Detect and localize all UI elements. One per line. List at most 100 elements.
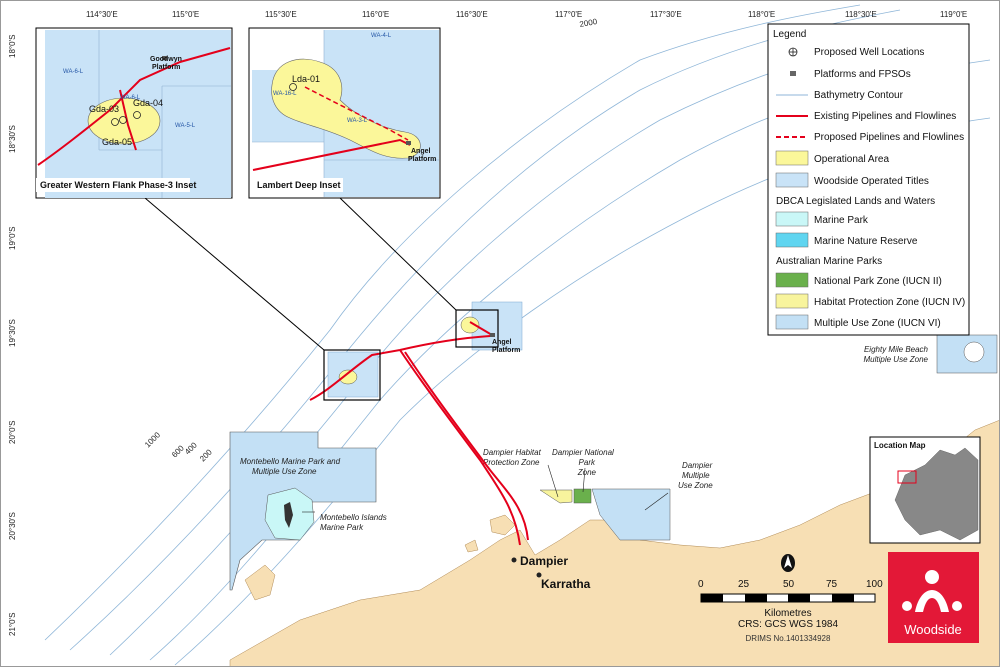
dampier-marker [511,557,517,563]
angel-platform-marker [490,333,495,337]
legend-npz-swatch [775,272,809,288]
dampier-mu-leader [644,492,669,511]
legend-hpz-swatch [775,293,809,309]
legend-well-icon [788,47,798,57]
dampier-np-leader [582,467,586,493]
lat-label: 20°30'S [8,512,17,540]
lon-label: 116°30'E [456,10,488,19]
legend-item-label: Operational Area [814,154,889,165]
bathymetry-label-2000: 2000 [579,17,599,29]
lambert-operational-area-main [460,316,480,334]
gwf-flowline [119,89,137,151]
lon-label: 115°30'E [265,10,297,19]
legend-item-label: Multiple Use Zone (IUCN VI) [814,318,941,329]
north-arrow-icon [781,554,795,572]
legend-item-label: National Park Zone (IUCN II) [814,276,942,287]
well-icon [289,83,297,91]
well-label-gda-03: Gda-03 [89,104,119,114]
well-icon [119,116,127,124]
lat-label: 20°0'S [8,421,17,444]
gwf-operational-area-main [338,369,358,385]
lambert-inset-connector [339,197,457,311]
legend-amp-heading: Australian Marine Parks [776,256,882,267]
gwf-title-label: WA-6-L [120,95,141,101]
legend: Legend Proposed Well Locations Platforms… [767,23,970,336]
lat-label: 18°30'S [8,125,17,153]
scale-tick-label: 100 [866,579,883,590]
gwf-inset-connector [144,197,325,351]
lon-label: 118°30'E [845,10,877,19]
scale-tick-label: 25 [738,579,750,590]
lambert-inset-caption: Lambert Deep Inset [257,180,341,190]
montebello-islands [284,502,293,528]
dampier-hpz-leader [547,464,559,498]
legend-item-label: Habitat Protection Zone (IUCN IV) [814,297,965,308]
goodwyn-platform-marker [162,56,167,60]
dampier-national-park-zone [573,488,592,504]
well-label-gda-04: Gda-04 [133,98,163,108]
gwf-operational-area [87,97,161,145]
lambert-title-label: WA-16-L [273,91,297,97]
longitude-labels: 114°30'E 115°0'E 115°30'E 116°0'E 116°30… [86,10,967,19]
legend-muz-swatch [775,314,809,330]
legend-item-label: Marine Nature Reserve [814,236,918,247]
lambert-title-label: WA-4-L [371,33,392,39]
legend-titles-swatch [775,172,809,188]
lambert-pipeline [252,138,411,171]
legend-title: Legend [773,29,806,40]
legend-item-label: Marine Park [814,215,869,226]
well-label-lda-01: Lda-01 [292,74,320,84]
legend-item-label: Proposed Well Locations [814,47,924,58]
scale-crs: CRS: GCS WGS 1984 [738,619,838,630]
well-label-gda-05: Gda-05 [102,137,132,147]
latitude-labels: 18°0'S 18°30'S 19°0'S 19°30'S 20°0'S 20°… [8,35,17,636]
legend-item-label: Platforms and FPSOs [814,69,911,80]
legend-item-label: Proposed Pipelines and Flowlines [814,132,964,143]
lon-label: 117°30'E [650,10,682,19]
dampier-habitat-protection-zone [539,489,573,504]
legend-item-label: Existing Pipelines and Flowlines [814,111,956,122]
lon-label: 118°0'E [748,10,775,19]
legend-operational-area-swatch [775,150,809,166]
location-map: Location Map [869,436,981,544]
drims-number: DRIMS No.1401334928 [746,634,831,643]
lon-label: 114°30'E [86,10,118,19]
gwf-inset-locator [323,349,381,401]
lon-label: 119°0'E [940,10,967,19]
lambert-caption-box [253,178,343,192]
legend-dbca-heading: DBCA Legislated Lands and Waters [776,196,935,207]
dampier-multiple-use-zone [591,488,671,541]
gwf-inset-caption: Greater Western Flank Phase-3 Inset [40,180,196,190]
woodside-logo: Woodside [888,552,979,643]
existing-pipelines [309,321,529,546]
lat-label: 19°30'S [8,319,17,347]
scale-tick-label: 75 [826,579,838,590]
karratha-label: Karratha [541,577,591,591]
karratha-marker [536,572,542,578]
scale-bar: 0 25 50 75 100 Kilometres CRS: GCS WGS 1… [698,579,883,643]
lat-label: 18°0'S [8,35,17,58]
legend-item-label: Bathymetry Contour [814,90,904,101]
woodside-logo-text: Woodside [904,622,962,637]
dampier-label: Dampier [520,554,568,568]
lambert-title-label: WA-3-L [347,118,368,124]
legend-item-label: Woodside Operated Titles [814,176,929,187]
gwf-title-label: WA-6-L [63,69,84,75]
scale-unit: Kilometres [764,608,811,619]
gwf-pipeline [37,47,231,166]
legend-marine-park-swatch [775,211,809,227]
lat-label: 21°0'S [8,613,17,636]
lon-label: 115°0'E [172,10,199,19]
lambert-proposed-flowline [304,86,409,141]
legend-platform-icon [790,71,796,76]
